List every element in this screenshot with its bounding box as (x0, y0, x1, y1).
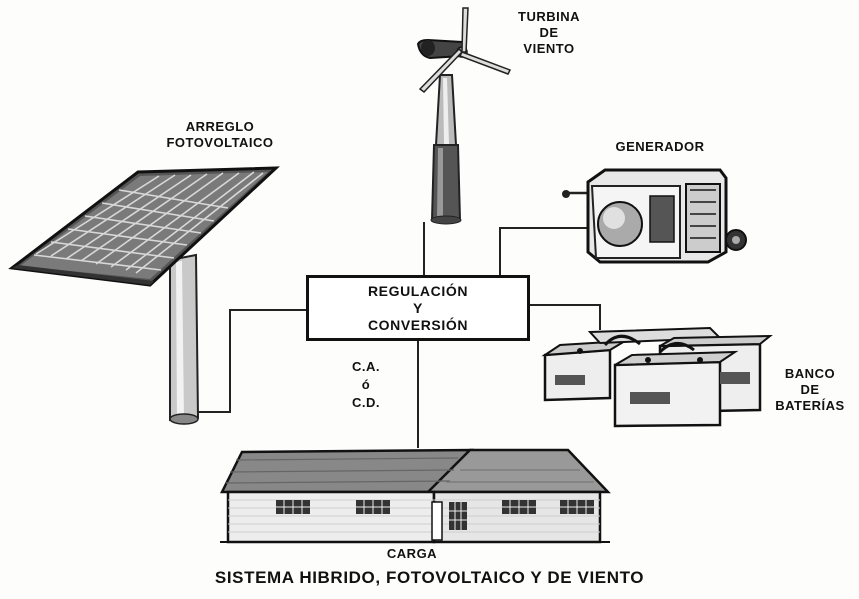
regulation-label-line2: Y (413, 299, 423, 316)
connection-lines (196, 222, 601, 448)
generator-icon (562, 168, 747, 264)
battery-bank-label: BANCO DE BATERÍAS (775, 366, 845, 413)
wire-generator (499, 227, 590, 275)
pv-array-label: ARREGLO FOTOVOLTAICO (166, 119, 274, 150)
wind-turbine-icon (416, 7, 512, 225)
diagram-title: SISTEMA HIBRIDO, FOTOVOLTAICO Y DE VIENT… (214, 568, 645, 587)
wire-pv (196, 309, 306, 413)
wind-turbine-label: TURBINA DE VIENTO (518, 9, 580, 56)
solar-panel-icon (8, 166, 280, 425)
wire-batteries (530, 304, 601, 330)
battery-bank-icon (541, 326, 773, 428)
regulation-label-line1: REGULACIÓN (367, 282, 469, 299)
regulation-conversion-box: REGULACIÓN Y CONVERSIÓN (306, 275, 530, 341)
current-type-label: C.A. ó C.D. (352, 359, 380, 410)
generator-label: GENERADOR (615, 139, 705, 154)
regulation-label-line3: CONVERSIÓN (367, 316, 469, 333)
house-icon (219, 448, 611, 544)
load-label: CARGA (386, 546, 438, 561)
